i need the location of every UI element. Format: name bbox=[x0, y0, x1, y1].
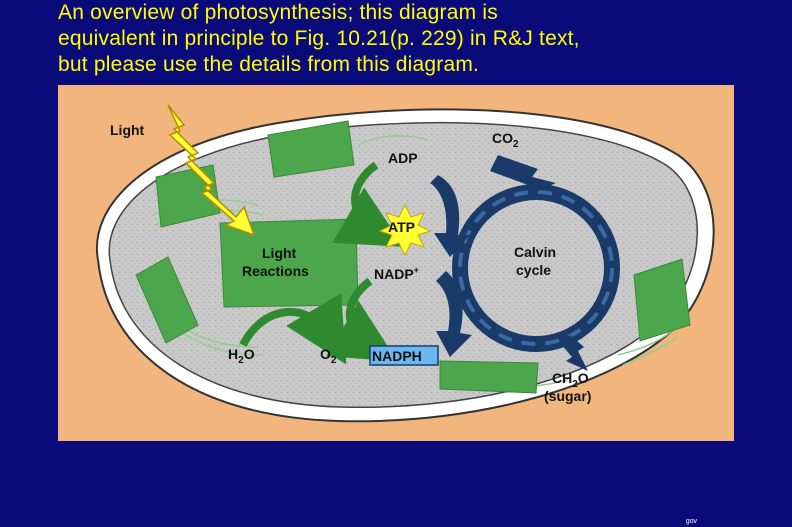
light-label: Light bbox=[110, 122, 145, 138]
granum-bottom bbox=[439, 360, 539, 394]
thylakoid-stacks bbox=[135, 120, 691, 394]
calvin-return-arrows bbox=[430, 155, 588, 371]
ch2o-label: CH2O bbox=[552, 370, 589, 390]
slide-title: An overview of photosynthesis; this diag… bbox=[58, 0, 778, 78]
light-bolt bbox=[167, 104, 256, 237]
title-line-1: An overview of photosynthesis; this diag… bbox=[58, 1, 498, 24]
nadph-label: NADPH bbox=[372, 348, 422, 364]
light-reactions-label-1: Light bbox=[262, 245, 297, 261]
light-reactions-label-2: Reactions bbox=[242, 263, 309, 279]
granum-left-lower bbox=[135, 256, 199, 344]
oxygen-label: O2 bbox=[320, 346, 337, 366]
title-line-3: but please use the details from this dia… bbox=[58, 53, 480, 76]
adp-return-arrow bbox=[430, 175, 470, 257]
calvin-cycle-label-2: cycle bbox=[516, 262, 551, 278]
diagram-panel: Light ADP ATP Light Reactions NADP+ NADP… bbox=[58, 85, 734, 441]
granum-top-middle bbox=[267, 120, 355, 178]
calvin-cycle-label-1: Calvin bbox=[514, 244, 556, 260]
adp-label: ADP bbox=[388, 150, 418, 166]
title-line-2: equivalent in principle to Fig. 10.21(p.… bbox=[58, 27, 580, 50]
sugar-label: (sugar) bbox=[544, 388, 591, 404]
adp-to-atp-arrow bbox=[332, 161, 404, 247]
co2-label: CO2 bbox=[492, 130, 519, 150]
photosynthesis-diagram: Light ADP ATP Light Reactions NADP+ NADP… bbox=[95, 104, 715, 423]
atp-label: ATP bbox=[388, 219, 415, 235]
footer-text: gov bbox=[685, 518, 697, 525]
co2-entry-arrow bbox=[490, 155, 556, 193]
water-label: H2O bbox=[228, 346, 255, 366]
atp-star bbox=[378, 203, 432, 257]
water-split-arrow bbox=[239, 293, 347, 365]
nadp-to-nadph-arrow bbox=[326, 277, 398, 362]
nadp-return-arrow bbox=[436, 271, 472, 357]
nadp-plus-label: NADP+ bbox=[374, 265, 419, 282]
sugar-exit-arrow bbox=[560, 335, 588, 371]
granum-right bbox=[633, 258, 691, 342]
nadph-box bbox=[369, 345, 439, 366]
